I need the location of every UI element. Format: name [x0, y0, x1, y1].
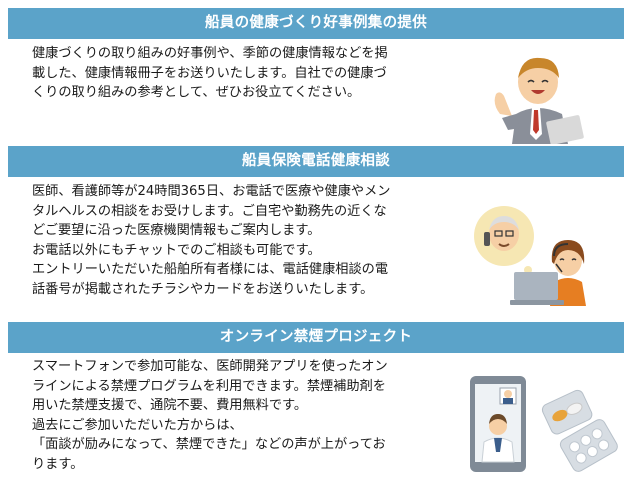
section-2-line: タルヘルスの相談をお受けします。ご自宅や勤務先の近くな: [32, 203, 387, 219]
smartphone-doctor-pills-icon: [468, 374, 618, 478]
section-3-body: スマートフォンで参加可能な、医師開発アプリを使ったオン ラインによる禁煙プログラ…: [32, 357, 388, 474]
section-2-line: どご要望に沿った医療機関情報もご案内します。: [32, 223, 321, 238]
section-1-body: 健康づくりの取り組みの好事例や、季節の健康情報などを掲 載した、健康情報冊子をお…: [32, 44, 388, 103]
section-2-line: お電話以外にもチャットでのご相談も可能です。: [32, 242, 321, 258]
section-1-line: 載した、健康情報冊子をお送りいたします。自社での健康づ: [32, 65, 387, 81]
section-2-line: エントリーいただいた船舶所有者様には、電話健康相談の電: [32, 262, 389, 277]
section-3-line: ります。: [32, 456, 84, 472]
section-1-line: くりの取り組みの参考として、ぜひお役立てください。: [32, 85, 361, 100]
section-3-line: 過去にご参加いただいた方からは、: [32, 417, 243, 433]
section-3-line: 用いた禁煙支援で、通院不要、費用無料です。: [32, 398, 308, 413]
businessman-presenting-icon: [482, 44, 592, 148]
section-2-body: 医師、看護師等が24時間365日、お電話で医療や健康やメン タルヘルスの相談をお…: [32, 182, 390, 299]
section-3-title: オンライン禁煙プロジェクト: [219, 329, 413, 345]
section-2-title: 船員保険電話健康相談: [242, 153, 390, 169]
section-2-header: 船員保険電話健康相談: [8, 146, 624, 177]
section-3-header: オンライン禁煙プロジェクト: [8, 322, 624, 353]
section-3-line: ラインによる禁煙プログラムを利用できます。禁煙補助剤を: [32, 378, 386, 394]
section-2-line: 話番号が掲載されたチラシやカードをお送りいたします。: [32, 281, 374, 297]
section-3-line: 「面談が励みになって、禁煙できた」などの声が上がってお: [32, 437, 386, 452]
section-3-line: スマートフォンで参加可能な、医師開発アプリを使ったオン: [32, 359, 388, 374]
section-1-header: 船員の健康づくり好事例集の提供: [8, 8, 624, 39]
section-1-line: 健康づくりの取り組みの好事例や、季節の健康情報などを掲: [32, 46, 388, 61]
section-2-line: 医師、看護師等が24時間365日、お電話で医療や健康やメン: [32, 184, 391, 199]
phone-consultation-icon: [470, 202, 600, 310]
section-1-title: 船員の健康づくり好事例集の提供: [205, 15, 427, 31]
